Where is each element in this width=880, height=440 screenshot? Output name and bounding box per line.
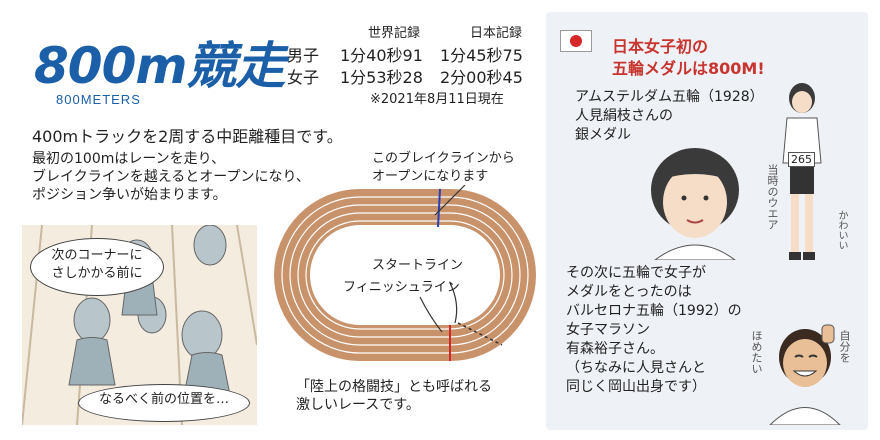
intro-line: ポジション争いが始まります。 [32, 187, 227, 203]
record-row-women-label: 女子 [287, 68, 320, 87]
portrait-arimori [769, 324, 841, 425]
portrait-hitomi [651, 148, 739, 260]
record-row-men-world: 1分40秒91 [340, 46, 423, 65]
intro-line: 最初の100mはレーンを走り、 [32, 151, 226, 167]
track-caption: 「陸上の格闘技」とも呼ばれる 激しいレースです。 [296, 378, 492, 414]
panel-line: 銀メダル [575, 127, 631, 143]
panel-line: 有森裕子さん。 [566, 341, 664, 357]
start-line-label: スタートライン [372, 258, 464, 273]
record-row-women-japan: 2分00秒45 [440, 68, 523, 87]
panel-line: アムステルダム五輪（1928） [575, 89, 764, 105]
panel-line: 同じく岡山出身です） [566, 379, 706, 395]
praise-note-2: 自分を [838, 330, 851, 363]
track-infield [310, 225, 500, 325]
japan-record-header: 日本記録 [470, 26, 523, 41]
track-diagram [274, 185, 536, 361]
panel-title-line: 日本女子初の [612, 37, 709, 56]
page-subtitle: 800METERS [56, 92, 141, 107]
panel-line: 人見絹枝さんの [575, 108, 673, 124]
panel-line: メダルをとったのは [566, 284, 692, 300]
break-line [437, 188, 441, 228]
page-title: 800m競走 [34, 37, 285, 95]
intro-line: ブレイクラインを越えるとオープンになり、 [32, 169, 310, 185]
finish-line-label: フィニッシュライン [343, 280, 460, 295]
bubble-line: 次のコーナーに [51, 248, 143, 263]
panel-para-arimori: その次に五輪で女子が メダルをとったのは バルセロナ五輪（1992）の 女子マラ… [566, 264, 742, 397]
break-line-callout: このブレイクラインから オープンになります [372, 150, 515, 186]
panel-title-line: 五輪メダルは800M! [612, 59, 765, 78]
panel-para-hitomi: アムステルダム五輪（1928） 人見絹枝さんの 銀メダル [575, 88, 764, 145]
intro-text: 最初の100mはレーンを走り、 ブレイクラインを越えるとオープンになり、 ポジシ… [32, 150, 310, 204]
caption-line: 激しいレースです。 [296, 397, 420, 413]
world-record-header: 世界記録 [368, 26, 421, 41]
intro-lead: 400mトラックを2周する中距離種目です。 [32, 127, 343, 146]
praise-note-1: ほめたい [750, 330, 763, 374]
panel-line: （ちなみに人見さんと [566, 360, 706, 376]
record-row-men-label: 男子 [287, 46, 320, 65]
bib-number: 265 [788, 152, 815, 167]
speech-bubble-bottom: なるべく前の位置を… [78, 384, 250, 422]
speech-bubble-top: 次のコーナーに さしかかる前に [30, 238, 164, 296]
callout-line: オープンになります [372, 169, 489, 184]
record-row-women-world: 1分53秒28 [340, 68, 423, 87]
callout-line: このブレイクラインから [372, 151, 515, 166]
caption-line: 「陸上の格闘技」とも呼ばれる [296, 379, 492, 395]
panel-title: 日本女子初の 五輪メダルは800M! [612, 36, 765, 80]
records-date-note: ※2021年8月11日現在 [370, 92, 504, 107]
panel-line: バルセロナ五輪（1992）の [566, 303, 742, 319]
runner-1928-illustration [782, 83, 822, 260]
runner-note-cute: かわいい [836, 210, 847, 250]
panel-line: その次に五輪で女子が [566, 265, 706, 281]
runner-note: 当時のウエア [766, 164, 779, 230]
japan-flag-icon [560, 30, 592, 52]
record-row-men-japan: 1分45秒75 [440, 46, 523, 65]
bubble-line: さしかかる前に [51, 266, 143, 281]
panel-line: 女子マラソン [566, 322, 650, 338]
